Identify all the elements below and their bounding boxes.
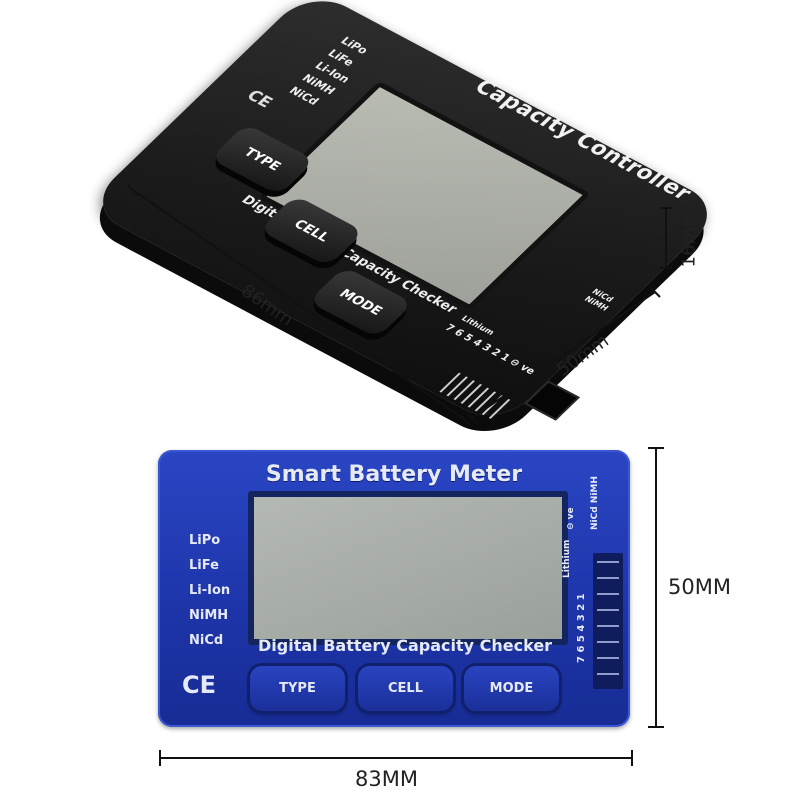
blue-cell-button[interactable]: CELL [358, 666, 453, 711]
dim-83mm-label: 83MM [355, 767, 418, 791]
blue-chem-nimh: NiMH [189, 608, 229, 623]
blue-chem-nicd: NiCd [189, 633, 224, 648]
blue-device-subtitle: Digital Battery Capacity Checker [258, 636, 553, 655]
blue-chem-lipo: LiPo [189, 533, 221, 548]
blue-chem-life: LiFe [189, 558, 219, 573]
dim-50mm-blue-label: 50MM [668, 575, 731, 599]
blue-battery-meter: Smart Battery Meter LiPo LiFe Li-Ion NiM… [158, 450, 630, 727]
blue-chemistry-list: LiPo LiFe Li-Ion NiMH NiCd [189, 528, 230, 653]
blue-balance-port [593, 553, 623, 689]
blue-chem-li-ion: Li-Ion [189, 583, 231, 598]
blue-type-button[interactable]: TYPE [250, 666, 345, 711]
blue-lcd-screen [248, 491, 568, 645]
blue-mode-button[interactable]: MODE [464, 666, 559, 711]
blue-device-title: Smart Battery Meter [265, 462, 523, 487]
blue-ce-mark: CE [182, 671, 217, 699]
